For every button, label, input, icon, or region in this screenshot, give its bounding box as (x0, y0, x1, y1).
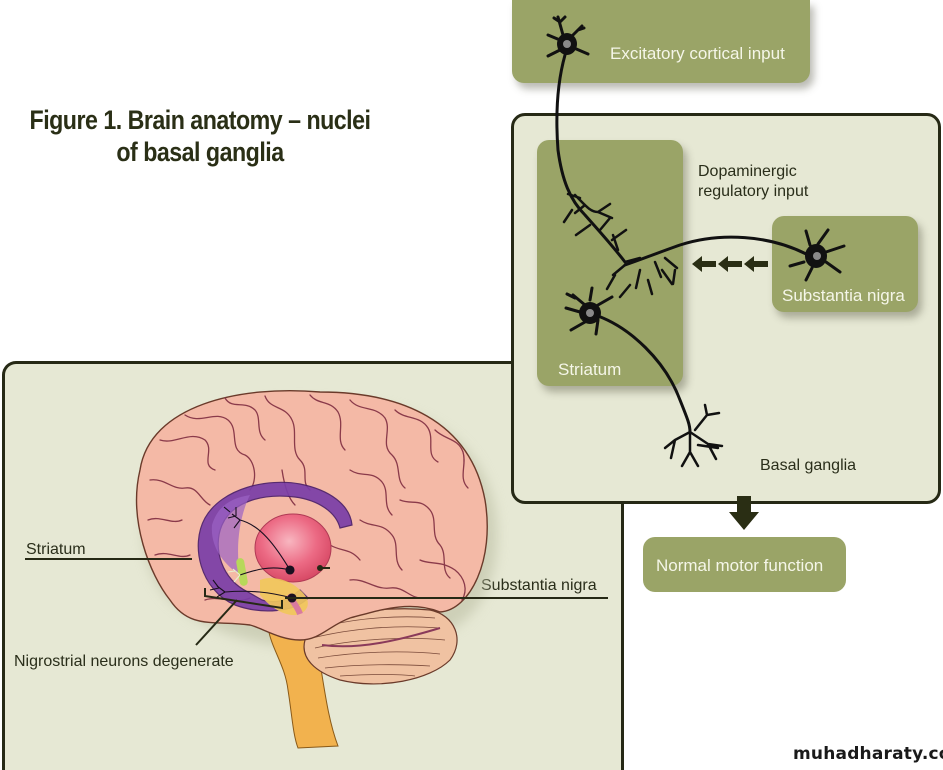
dopaminergic-label-line-2: regulatory input (698, 183, 809, 200)
dopaminergic-terminals (605, 256, 679, 299)
brain-illustration (25, 389, 608, 749)
dopaminergic-axon (623, 235, 810, 267)
brain-leader-lines (25, 558, 608, 646)
thalamus (254, 513, 332, 583)
nigral-neuron (788, 228, 846, 282)
dopaminergic-label-line-1: Dopaminergic (698, 163, 797, 180)
circuit-neurons (546, 15, 846, 468)
watermark: muhadharaty.com (793, 744, 943, 764)
nigrostriatal-bracket (204, 588, 283, 610)
dopamine-direction-arrows (692, 256, 768, 272)
cortical-neuron (546, 15, 627, 264)
figure-title-line-2: of basal ganglia (116, 137, 284, 167)
nigrostriatal-leader-line (195, 599, 238, 646)
striatum-box-label: Striatum (558, 360, 622, 379)
basal-ganglia-label: Basal ganglia (760, 457, 857, 474)
arrow-left-icon (718, 256, 742, 272)
arrow-left-icon (744, 256, 768, 272)
substantia-nigra-box-label: Substantia nigra (782, 286, 905, 305)
striatum-box: Striatum (537, 140, 683, 386)
figure-title-line-1: Figure 1. Brain anatomy – nuclei (29, 105, 371, 135)
cerebrum (135, 389, 488, 641)
dopaminergic-input-label: Dopaminergic regulatory input (698, 162, 808, 202)
striatal-neuron (564, 286, 724, 468)
striatum-pointer-label: Striatum (26, 541, 86, 558)
output-down-arrow-icon (729, 496, 759, 530)
striatal-dendrites (562, 192, 642, 264)
nigrostriatal-degenerate-label: Nigrostrial neurons degenerate (14, 653, 234, 670)
normal-motor-function-box: Normal motor function (643, 537, 846, 592)
substantia-nigra-pointer-label: Substantia nigra (481, 577, 597, 594)
excitatory-cortical-input-label: Excitatory cortical input (610, 44, 785, 63)
brain-neurons (209, 506, 297, 603)
figure-title: Figure 1. Brain anatomy – nuclei of basa… (28, 104, 372, 168)
arrow-left-icon (692, 256, 716, 272)
normal-motor-function-label: Normal motor function (656, 556, 824, 575)
